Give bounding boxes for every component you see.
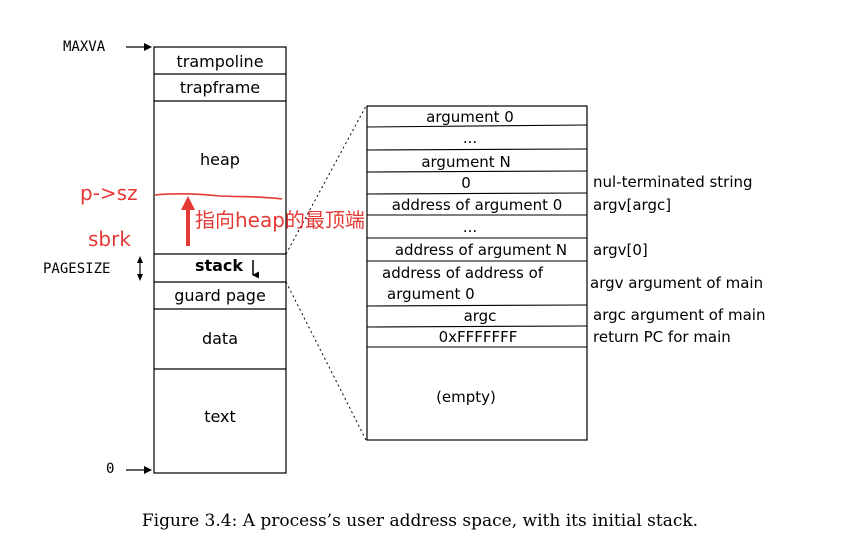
sbrk-label: sbrk [88,227,131,251]
segment-stack: stack [195,256,243,275]
segment-heap: heap [200,150,240,169]
pagesize-span-icon [137,256,143,281]
red-annotations: p->sz sbrk 指向heap的最顶端 [80,181,365,251]
stack-cell-return-pc: 0xFFFFFFF [439,328,518,346]
maxva-label: MAXVA [63,39,106,55]
zoom-line-bottom [285,281,367,441]
stack-detail: argument 0 ... argument N 0 address of a… [366,105,588,441]
heap-top-note: 指向heap的最顶端 [195,208,365,232]
stack-cell-address-of-argument-0: address of argument 0 [392,196,563,214]
stack-cell-ellipsis-2: ... [463,218,477,236]
stack-cell-address-of-address-line2: argument 0 [387,285,475,303]
note-return-pc-for-main: return PC for main [593,328,731,346]
segment-guard-page: guard page [174,286,266,305]
segment-trapframe: trapframe [180,78,260,97]
segment-text: text [204,407,236,426]
address-space-column: trampoline trapframe heap stack guard pa… [153,46,287,474]
zero-label: 0 [106,461,114,477]
note-argv-argument-of-main: argv argument of main [590,274,763,292]
segment-trampoline: trampoline [176,52,263,71]
stack-cell-ellipsis-1: ... [463,129,477,147]
zoom-line-top [285,105,367,255]
stack-cell-argument-0: argument 0 [426,108,514,126]
figure-caption: Figure 3.4: A process’s user address spa… [142,511,698,531]
stack-cell-argc: argc [464,307,497,325]
note-argc-argument-of-main: argc argument of main [593,306,765,324]
note-argv-0: argv[0] [593,241,648,259]
stack-cell-empty: (empty) [436,388,496,406]
heap-top-line [154,193,283,200]
note-argv-argc: argv[argc] [593,196,671,214]
p-sz-label: p->sz [80,181,138,205]
stack-cell-argument-n: argument N [421,153,510,171]
stack-cell-zero: 0 [461,174,471,192]
sbrk-up-arrow-icon [181,196,195,246]
note-nul-terminated-string: nul-terminated string [593,173,753,191]
pagesize-label: PAGESIZE [43,261,110,277]
segment-data: data [202,329,238,348]
stack-cell-address-of-argument-n: address of argument N [395,241,567,259]
stack-cell-address-of-address-line1: address of address of [382,264,544,282]
